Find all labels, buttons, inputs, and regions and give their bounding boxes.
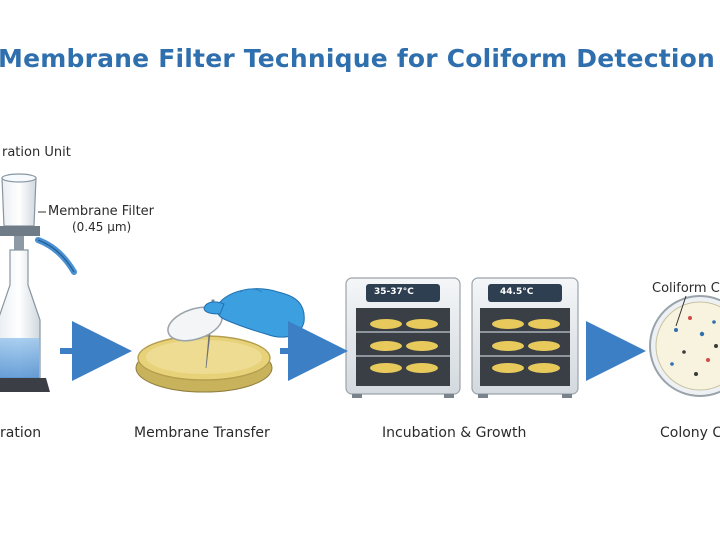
stage-membrane-transfer: Membrane Transfer xyxy=(134,425,270,441)
incubator-2-illustration xyxy=(471,277,579,398)
colony-dish-illustration xyxy=(649,295,720,397)
pore-size-label: (0.45 µm) xyxy=(72,220,132,234)
stage-filtration: ration xyxy=(0,425,42,441)
filtration-unit-label: ration Unit xyxy=(2,145,71,160)
incubator-1-illustration xyxy=(345,277,461,398)
incubator-2-display: 44.5°C xyxy=(500,287,534,297)
incubator-1-display: 35-37°C xyxy=(374,287,414,297)
membrane-transfer-illustration xyxy=(135,288,305,393)
stage-colony-count: Colony C xyxy=(660,425,720,441)
filtration-unit-illustration xyxy=(0,173,77,392)
coliform-colony-label: Coliform C xyxy=(652,281,720,296)
membrane-filter-label: Membrane Filter xyxy=(48,204,155,219)
stage-incubation-growth: Incubation & Growth xyxy=(382,425,527,441)
diagram-title: Membrane Filter Technique for Coliform D… xyxy=(0,44,716,73)
